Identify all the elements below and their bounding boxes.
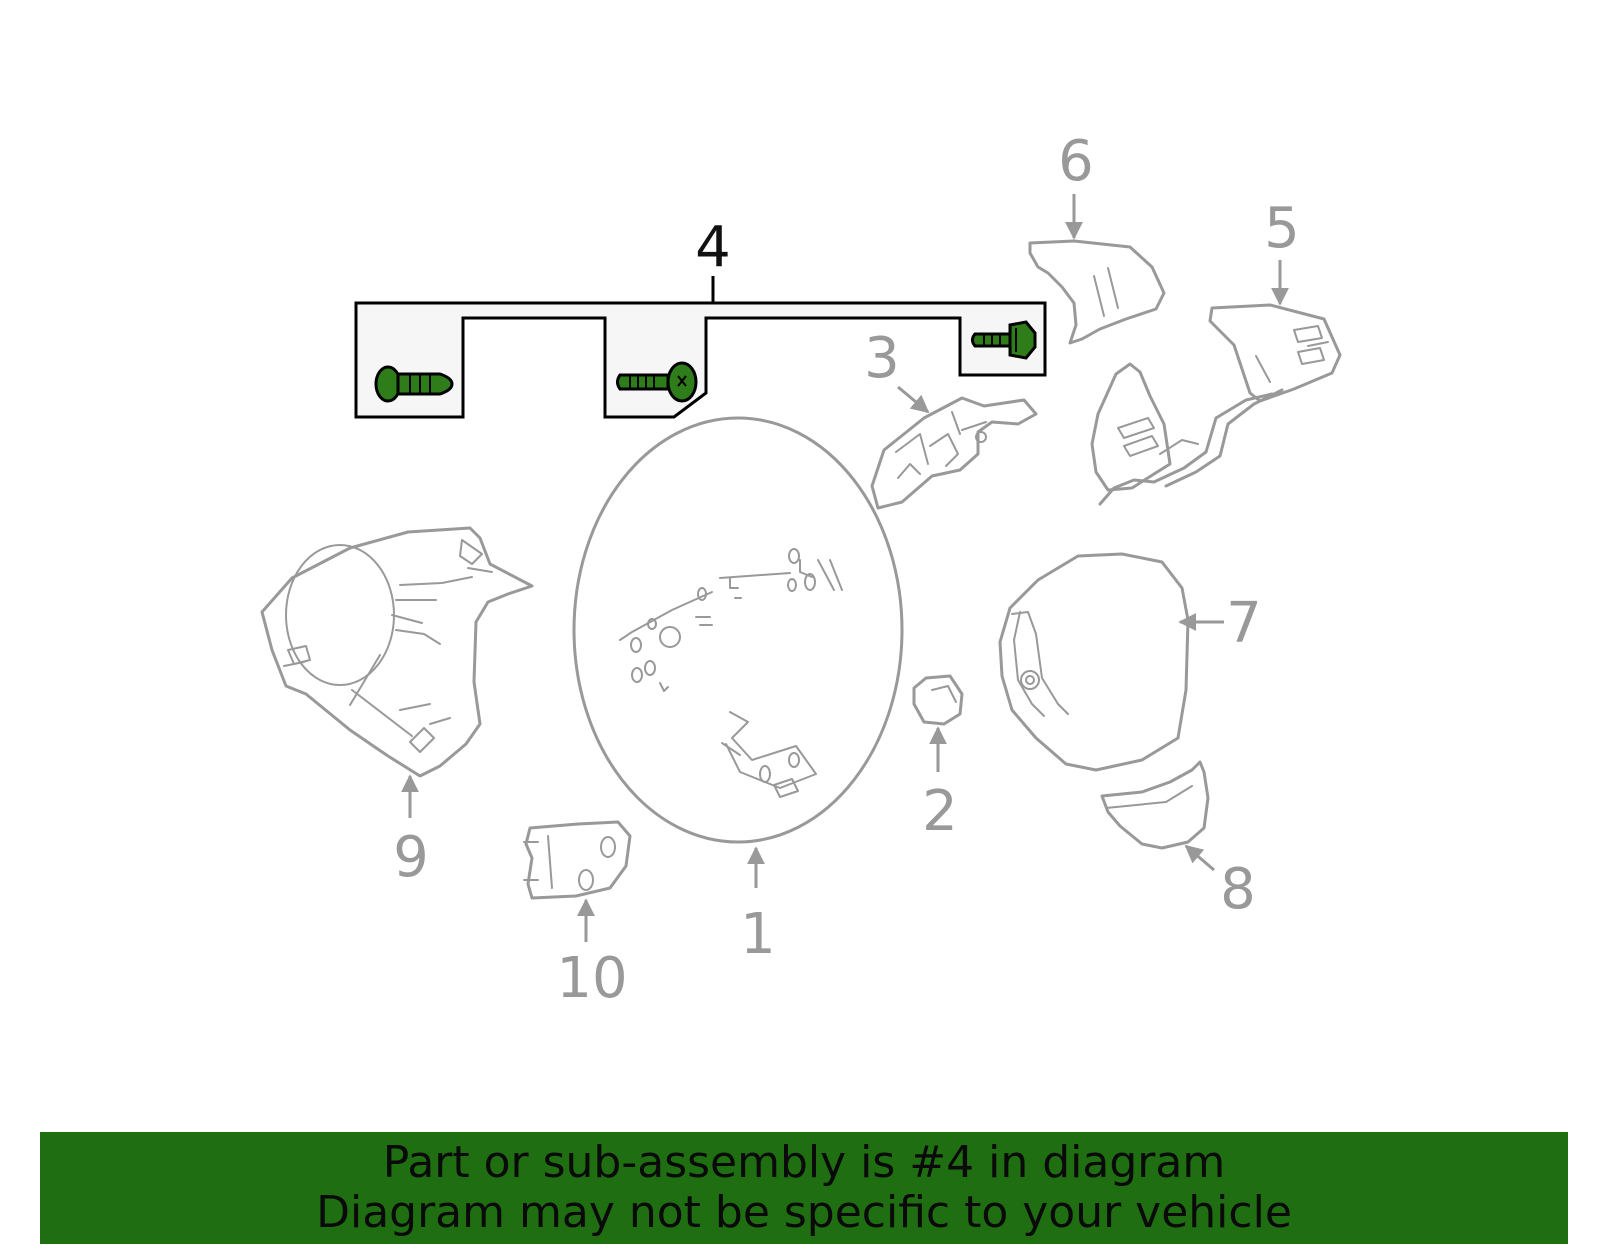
screw-icon <box>374 365 454 403</box>
callout-9[interactable]: 9 <box>393 825 429 890</box>
banner-line-1: Part or sub-assembly is #4 in diagram <box>382 1137 1226 1188</box>
part-8-lower-cover[interactable] <box>1100 760 1210 850</box>
callout-7[interactable]: 7 <box>1226 591 1262 656</box>
callout-8[interactable]: 8 <box>1220 857 1256 922</box>
banner-line-2: Diagram may not be specific to your vehi… <box>316 1187 1292 1238</box>
part-9-back-cover[interactable] <box>260 526 534 778</box>
part-10-bracket[interactable] <box>523 820 632 900</box>
leader-lines <box>401 194 1289 942</box>
callout-1[interactable]: 1 <box>740 902 776 967</box>
part-1-cover[interactable] <box>572 416 904 844</box>
screw-icon <box>971 320 1037 360</box>
part-4-screw-group[interactable] <box>354 276 1047 419</box>
callout-5[interactable]: 5 <box>1264 196 1300 261</box>
part-2-nut[interactable] <box>912 674 964 726</box>
callout-10[interactable]: 10 <box>556 946 627 1011</box>
callout-6[interactable]: 6 <box>1058 129 1094 194</box>
part-7-airbag[interactable] <box>998 552 1190 772</box>
parts-diagram: 1 2 3 4 5 6 7 8 9 10 <box>260 129 1342 1011</box>
callout-3[interactable]: 3 <box>864 326 900 391</box>
screw-icon <box>616 361 698 403</box>
info-banner: Part or sub-assembly is #4 in diagram Di… <box>40 1132 1568 1244</box>
part-3-switch[interactable] <box>870 396 1038 510</box>
part-5-switch-assembly[interactable] <box>1090 303 1342 506</box>
callout-4[interactable]: 4 <box>695 215 731 280</box>
callout-2[interactable]: 2 <box>922 779 958 844</box>
part-6-switch-cover[interactable] <box>1028 239 1166 345</box>
